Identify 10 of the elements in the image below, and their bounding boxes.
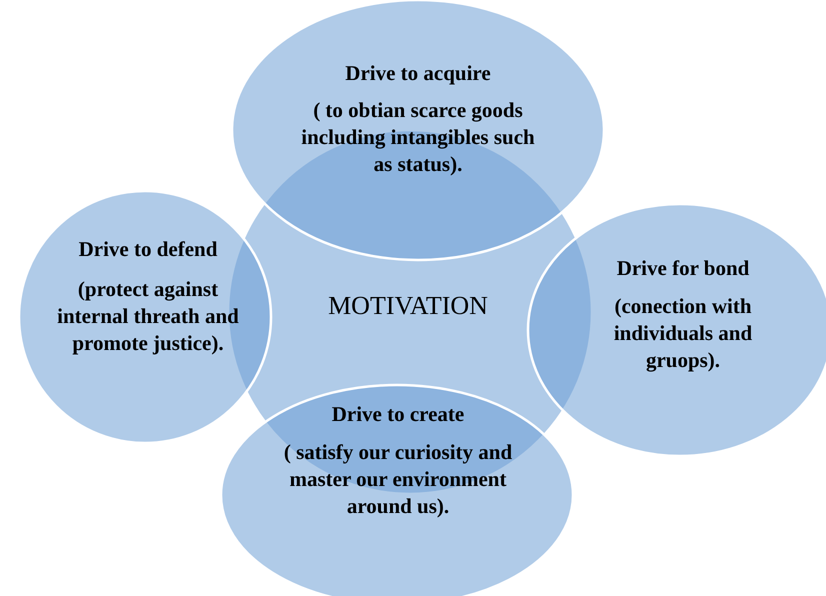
- center-label: MOTIVATION: [327, 292, 489, 319]
- description: (conection with individuals and gruops).: [612, 293, 754, 374]
- heading: Drive for bond: [616, 255, 750, 282]
- heading: Drive to defend: [78, 236, 218, 263]
- description: ( satisfy our curiosity and master our environment around us).: [282, 439, 514, 520]
- circle: [18, 190, 272, 444]
- heading: Drive to create: [330, 401, 466, 428]
- description: ( to obtian scarce goods including intangibles such as status).: [300, 97, 536, 178]
- description: (protect against internal threath and promote justice).: [56, 276, 240, 357]
- heading: Drive to acquire: [344, 60, 492, 87]
